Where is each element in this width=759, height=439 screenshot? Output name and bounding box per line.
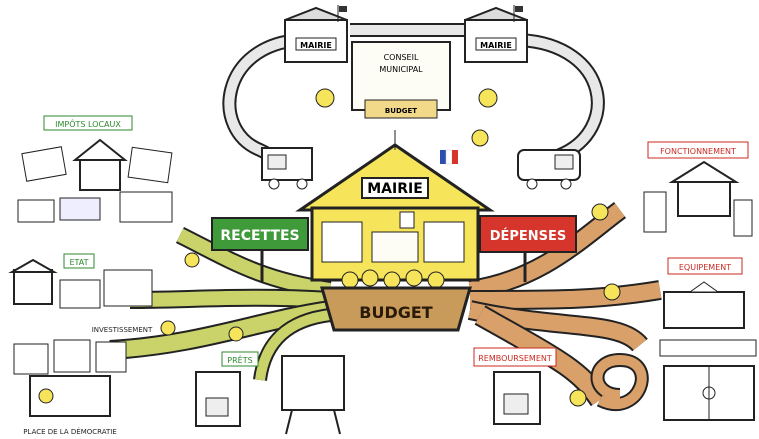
bottom-left-section: PLACE DE LA DÉMOCRATIE: [13, 339, 127, 436]
remboursement-label: REMBOURSEMENT: [478, 354, 552, 363]
recettes-label: RECETTES: [220, 228, 299, 244]
bottom-left-caption: PLACE DE LA DÉMOCRATIE: [23, 427, 116, 436]
mairie-title: MAIRIE: [367, 181, 423, 197]
council-line1: CONSEIL: [384, 53, 419, 62]
house-icon: [668, 160, 740, 217]
equipement-section: EQUIPEMENT: [659, 257, 757, 421]
recettes-flow: [109, 226, 332, 382]
budget-box: BUDGET: [320, 286, 472, 332]
depenses-label: DÉPENSES: [490, 228, 567, 244]
budget-label: BUDGET: [359, 303, 433, 322]
prets-label: PRÊTS: [227, 354, 252, 365]
coin-icon: [341, 269, 445, 289]
central-mairie: MAIRIE: [295, 130, 495, 282]
depenses-flow: [467, 202, 662, 412]
bank-icon: [493, 371, 541, 425]
impots-section: IMPÔTS LOCAUX: [17, 115, 173, 223]
coin-icon: [569, 203, 621, 407]
cycle-right-building-label: MAIRIE: [480, 41, 512, 50]
gym-icon: [663, 365, 755, 421]
truck-icon: [261, 147, 313, 190]
flag-icon: [337, 5, 347, 22]
council-line2: MUNICIPAL: [379, 65, 423, 74]
school-icon: [663, 281, 745, 329]
bank-icon: [8, 258, 58, 305]
council-line3: BUDGET: [385, 107, 417, 115]
fonctionnement-section: FONCTIONNEMENT: [643, 141, 753, 237]
prets-section: PRÊTS: [195, 351, 345, 435]
impots-label: IMPÔTS LOCAUX: [55, 118, 121, 129]
cycle-mairie-right: MAIRIE: [464, 5, 528, 63]
coin-icon: [38, 388, 54, 404]
etat-label: ETAT: [69, 258, 88, 267]
truck-icon: [517, 149, 581, 190]
cycle-road: [222, 23, 605, 167]
flag-icon: [513, 5, 523, 22]
council-board: CONSEIL MUNICIPAL BUDGET: [351, 41, 451, 119]
recettes-sign: RECETTES: [211, 217, 309, 282]
coin-icon: [160, 252, 244, 342]
etat-section: ETAT INVESTISSEMENT: [8, 253, 153, 334]
remboursement-section: REMBOURSEMENT: [473, 347, 557, 425]
depenses-sign: DÉPENSES: [479, 215, 577, 282]
bank-icon: [195, 371, 241, 427]
coin-icon: [315, 88, 498, 147]
fonctionnement-label: FONCTIONNEMENT: [660, 147, 736, 156]
cycle-mairie-left: MAIRIE: [284, 5, 348, 63]
house-icon: [72, 138, 128, 191]
flag-icon: [440, 149, 458, 165]
cycle-left-building-label: MAIRIE: [300, 41, 332, 50]
equipement-label: EQUIPEMENT: [679, 263, 731, 272]
investissement-label: INVESTISSEMENT: [92, 326, 153, 334]
